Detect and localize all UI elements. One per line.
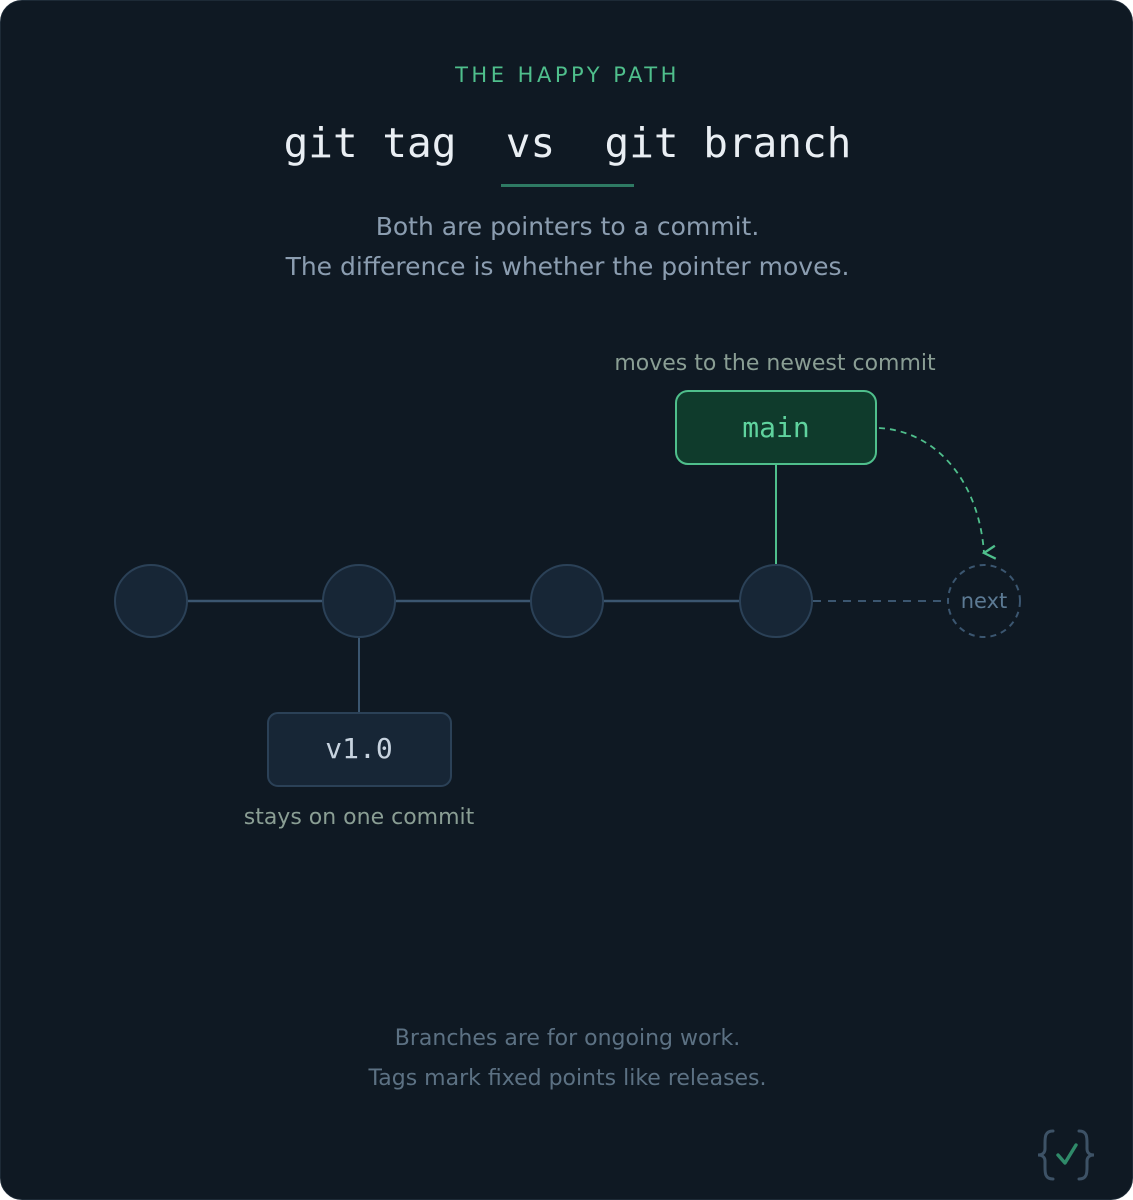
commit-diagram: next moves to the newest commit main v1.… [114, 351, 1021, 830]
commit-node-2 [322, 564, 396, 638]
footer-line-2: Tags mark fixed points like releases. [368, 1066, 767, 1091]
tag-pointer-box [267, 712, 452, 787]
branch-caption: moves to the newest commit [614, 351, 936, 376]
commit-node-1 [114, 564, 188, 638]
tag-caption: stays on one commit [244, 805, 475, 830]
next-commit-label: next [961, 589, 1008, 613]
page-title: git tag vs git branch [283, 119, 852, 167]
eyebrow-label: THE HAPPY PATH [455, 63, 680, 87]
branch-pointer-label: main [742, 411, 809, 444]
subtitle-line-1: Both are pointers to a commit. [375, 212, 760, 241]
branch-move-arrow [878, 427, 997, 560]
next-commit-node [947, 564, 1021, 638]
subtitle-line-2: The difference is whether the pointer mo… [285, 252, 850, 281]
title-underline [501, 184, 634, 187]
tag-pointer-label: v1.0 [325, 732, 392, 765]
braces-check-icon [1037, 1129, 1095, 1181]
commit-node-3 [530, 564, 604, 638]
commit-node-4 [739, 564, 813, 638]
branch-pointer-box [675, 390, 877, 465]
footer-line-1: Branches are for ongoing work. [394, 1026, 741, 1051]
